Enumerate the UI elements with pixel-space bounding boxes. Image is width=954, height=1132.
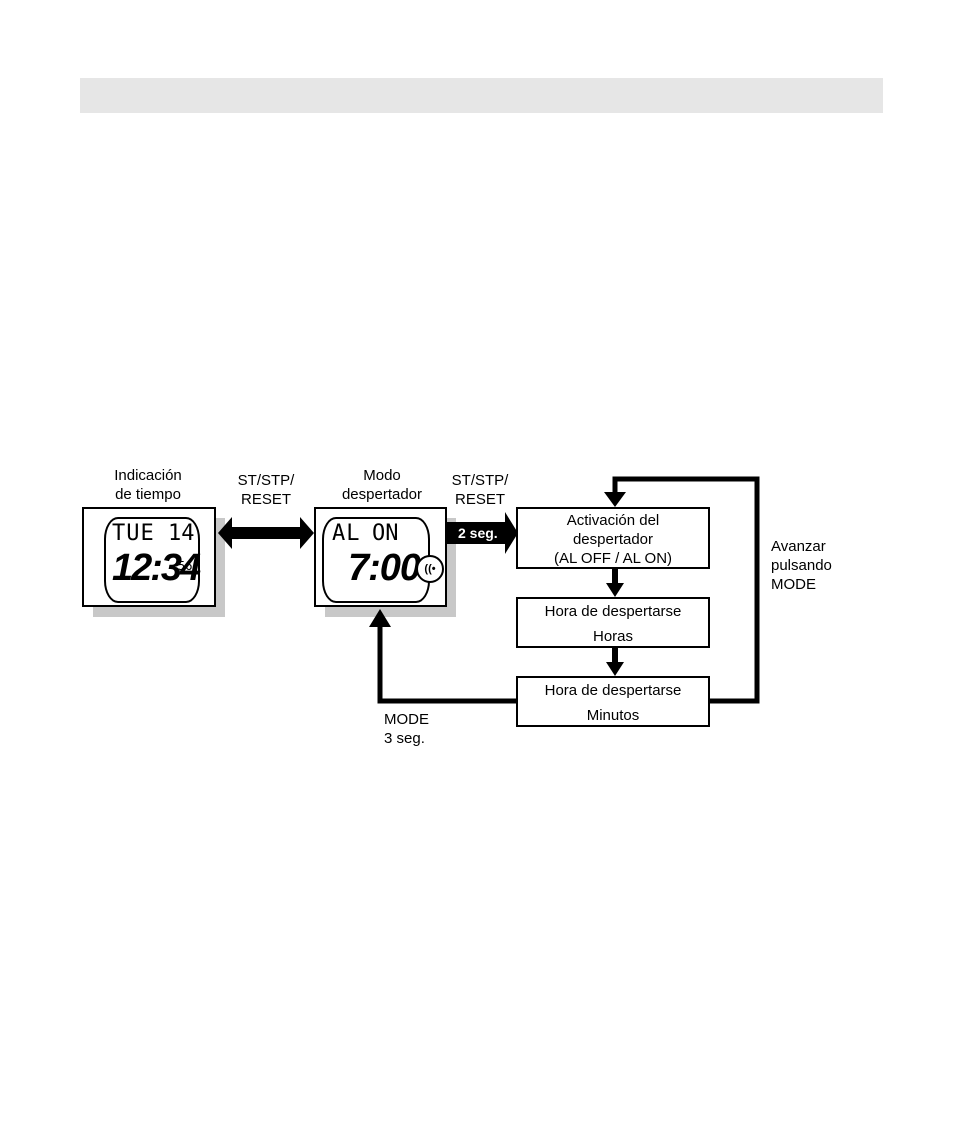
alarm-mode-label: Modo despertador [341,467,423,503]
loop-advance-arrowhead [604,492,626,507]
step-minutes: Hora de despertarse Minutos [516,676,710,727]
watch-time-screen: TUE 14 12:34 56 [104,517,201,603]
st-stp-reset-label-1: ST/STP/ RESET [237,472,295,508]
mode-3s-label: MODE 3 seg. [384,711,429,747]
two-sec-badge: 2 seg. [458,525,498,541]
watch-time-main: 12:34 [112,547,201,589]
watch-alarm-screen: AL ON 7:00 [322,517,430,603]
advance-mode-label: Avanzar pulsando MODE [771,538,832,593]
watch-time-day: TUE [112,521,155,546]
st-stp-reset-label-2: ST/STP/ RESET [451,472,509,508]
watch-time-display: TUE 14 12:34 56 [82,507,216,607]
double-arrow [218,517,314,549]
step-hours: Hora de despertarse Horas [516,597,710,648]
step-activation: Activación del despertador (AL OFF / AL … [516,507,710,569]
watch-alarm-on: ON [372,521,399,546]
alarm-bell-icon: ((• [416,555,444,583]
watch-time-seconds: 56 [178,559,193,573]
watch-alarm-display: AL ON 7:00 ((• [314,507,447,607]
watch-alarm-main: 7:00 [348,547,421,589]
arrow-hours-to-minutes [606,648,624,676]
loop-advance-mode [612,476,760,704]
header-bar [80,78,883,113]
arrow-activation-to-hours [606,569,624,597]
time-display-label: Indicación de tiempo [114,467,182,503]
loop-mode-3s-arrowhead [369,609,391,627]
loop-mode-3s [377,625,516,704]
two-sec-arrow [447,512,518,554]
watch-alarm-al: AL [332,521,361,546]
watch-time-date: 14 [168,521,195,546]
